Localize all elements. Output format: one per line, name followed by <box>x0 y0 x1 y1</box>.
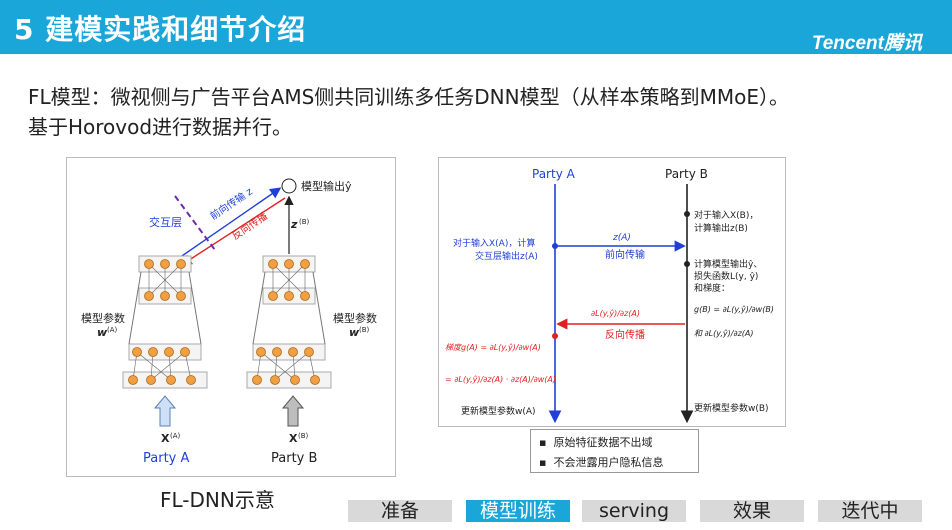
interaction-label: 交互层 <box>149 215 182 229</box>
description-line-1: FL模型：微视侧与广告平台AMS侧共同训练多任务DNN模型（从样本策略到MMoE… <box>28 85 789 109</box>
page-title: 5 建模实践和细节介绍 <box>14 13 307 46</box>
b-step2-line2: 损失函数L(y, ŷ) <box>694 270 758 282</box>
backward-arrow <box>180 197 286 266</box>
privacy-notes: ▪ 原始特征数据不出域 ▪ 不会泄露用户隐私信息 <box>530 429 699 473</box>
x-b-label: X <box>289 432 298 445</box>
forward-text: 前向传输 <box>605 248 645 261</box>
privacy-note-1: ▪ 原始特征数据不出域 <box>539 436 653 449</box>
tab-model-training[interactable]: 模型训练 <box>466 500 570 522</box>
header-bar: 5 建模实践和细节介绍 Tencent腾讯 <box>0 0 952 54</box>
params-a-sup: (A) <box>107 326 118 334</box>
a-gradient-line2: = ∂L(y,ŷ)/∂z(A) · ∂z(A)/∂w(A) <box>445 375 556 384</box>
a-step1-line2: 交互层输出z(A) <box>475 250 538 262</box>
x-a-label: X <box>161 432 170 445</box>
fl-dnn-diagram: 模型输出ŷ 前向传输 z 反向传播 交互层 z (B) <box>66 157 396 477</box>
privacy-note-2: ▪ 不会泄露用户隐私信息 <box>539 456 664 469</box>
forward-label: 前向传输 z <box>207 185 254 223</box>
diagram-caption: FL-DNN示意 <box>160 488 275 512</box>
x-a-sup: (A) <box>170 432 181 440</box>
params-b-label: 模型参数 <box>333 311 377 325</box>
party-b-header: Party B <box>665 167 708 181</box>
network-b <box>246 255 332 389</box>
b-step2-line1: 计算模型输出ŷ、 <box>694 258 762 270</box>
zb-sup: (B) <box>299 218 310 226</box>
party-a-label: Party A <box>143 451 189 466</box>
a-gradient-line1: 梯度g(A) = ∂L(y,ŷ)/∂w(A) <box>445 343 541 352</box>
tab-iterating[interactable]: 迭代中 <box>818 500 922 522</box>
params-a-label: 模型参数 <box>81 311 125 325</box>
params-b-w: w <box>349 326 360 339</box>
x-b-sup: (B) <box>298 432 309 440</box>
interaction-boundary <box>174 195 216 251</box>
b-step2-line3: 和梯度： <box>694 282 730 294</box>
output-label: 模型输出ŷ <box>301 179 352 193</box>
description-line-2: 基于Horovod进行数据并行。 <box>28 115 293 139</box>
input-arrow-a <box>153 395 177 427</box>
z-arrow-label: z(A) <box>612 233 631 243</box>
tab-prepare[interactable]: 准备 <box>348 500 452 522</box>
protocol-svg: Party A Party B 对于输入X(B)， 计算输出z(B) 对于输入X… <box>445 167 774 424</box>
party-b-label: Party B <box>271 451 317 466</box>
input-arrow-b <box>281 395 305 427</box>
network-a <box>122 255 208 389</box>
params-b-sup: (B) <box>359 326 370 334</box>
b-step1-line2: 计算输出z(B) <box>694 222 748 234</box>
fl-dnn-svg: 模型输出ŷ 前向传输 z 反向传播 交互层 z (B) <box>81 178 377 466</box>
zb-label: z <box>290 218 298 231</box>
update-a: 更新模型参数w(A) <box>461 405 536 417</box>
params-a-w: w <box>97 326 108 339</box>
tab-effect[interactable]: 效果 <box>700 500 804 522</box>
description: FL模型：微视侧与广告平台AMS侧共同训练多任务DNN模型（从样本策略到MMoE… <box>28 82 938 142</box>
forward-arrow <box>178 187 282 259</box>
output-node <box>281 178 297 194</box>
tab-serving[interactable]: serving <box>582 500 686 522</box>
tencent-logo: Tencent腾讯 <box>811 33 922 54</box>
update-b: 更新模型参数w(B) <box>694 402 769 414</box>
party-a-header: Party A <box>532 167 576 181</box>
b-and-term: 和 ∂L(y,ŷ)/∂z(A) <box>694 329 754 338</box>
b-step1-line1: 对于输入X(B)， <box>694 209 758 221</box>
a-step1-line1: 对于输入X(A)，计算 <box>453 237 535 249</box>
protocol-diagram: Party A Party B 对于输入X(B)， 计算输出z(B) 对于输入X… <box>438 157 786 427</box>
backward-label: 反向传播 <box>229 209 269 242</box>
backward-fraction: ∂L(y,ŷ)/∂z(A) <box>591 309 640 318</box>
backward-text: 反向传播 <box>605 328 645 341</box>
b-gradient: g(B) = ∂L(y,ŷ)/∂w(B) <box>694 305 774 314</box>
